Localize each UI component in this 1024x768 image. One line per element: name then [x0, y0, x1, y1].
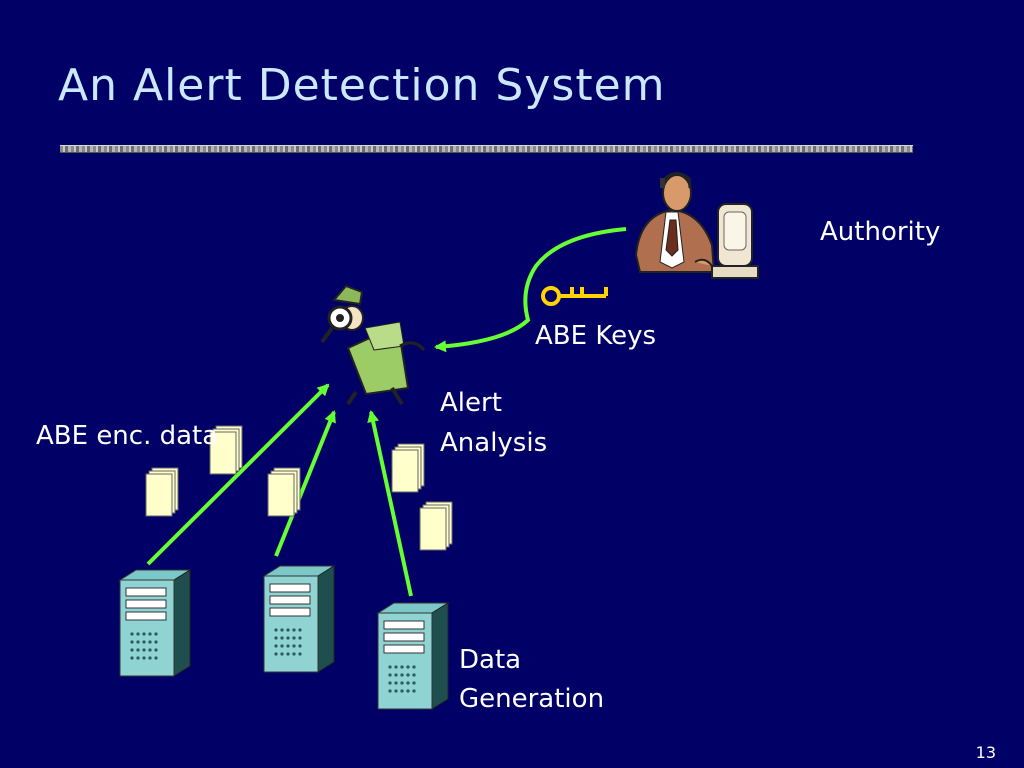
document-icon	[391, 443, 425, 493]
data-generation-label-line1: Data	[459, 645, 522, 675]
document-icon	[419, 501, 453, 551]
abe-keys-label: ABE Keys	[535, 321, 656, 351]
data-flow-arrow	[146, 383, 330, 566]
document-icon	[267, 467, 301, 517]
alert-analysis-label-line1: Alert	[440, 388, 502, 418]
server-icon	[119, 569, 191, 677]
title-divider	[60, 145, 913, 153]
detective-icon	[320, 284, 426, 406]
data-flow-arrow	[274, 410, 336, 557]
authority-person-icon	[634, 172, 759, 279]
key-icon	[541, 286, 608, 306]
authority-label: Authority	[820, 217, 941, 247]
page-number: 13	[975, 743, 996, 762]
alert-analysis-label-line2: Analysis	[440, 428, 548, 458]
key-distribution-arrow	[434, 227, 627, 353]
abe-enc-data-label: ABE enc. data	[36, 421, 219, 451]
slide-title: An Alert Detection System	[58, 60, 666, 111]
data-flow-arrow	[367, 410, 413, 597]
server-icon	[263, 565, 335, 673]
server-icon	[377, 602, 449, 710]
document-icon	[145, 467, 179, 517]
data-generation-label-line2: Generation	[459, 684, 605, 714]
